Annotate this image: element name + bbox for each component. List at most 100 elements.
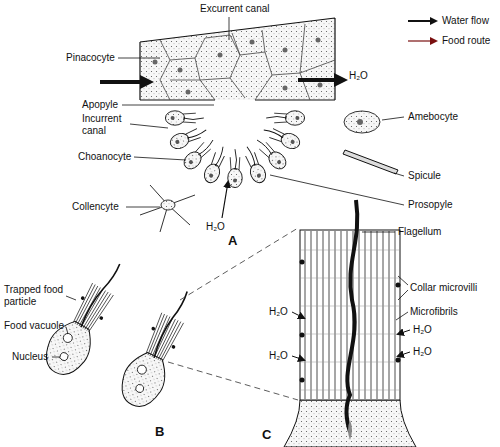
cell-nucleus	[208, 173, 213, 178]
cell-body	[168, 131, 191, 152]
cell-nucleus	[290, 139, 295, 144]
microvillus	[371, 231, 372, 399]
microvillus	[383, 231, 384, 399]
amebocyte-cell	[344, 111, 380, 133]
cell-collar	[230, 157, 240, 170]
microvillus	[323, 231, 324, 399]
water-label: H₂O	[412, 324, 433, 336]
water-arrow	[222, 182, 228, 218]
water-label: H₂O	[412, 346, 433, 358]
cell-collar	[211, 152, 225, 167]
cell-nucleus	[295, 116, 299, 120]
choanocyte-cell	[228, 149, 242, 187]
cell-nucleus	[233, 178, 237, 182]
part-label: Microfibrils	[410, 306, 458, 318]
choanocyte-cell	[261, 123, 302, 151]
cell-body	[228, 168, 242, 187]
microvillus	[365, 231, 366, 399]
water-label: H₂O	[348, 70, 369, 82]
cell-collar	[195, 142, 211, 158]
cell-collar	[183, 113, 196, 123]
legend-sample	[408, 40, 436, 41]
collencyte-cell	[140, 185, 195, 232]
cell-flagellum	[152, 290, 188, 359]
part-label: Prosopyle	[408, 199, 452, 211]
water-label: H₂O	[268, 350, 289, 362]
water-label: H₂O	[206, 221, 225, 233]
microfibril	[301, 250, 399, 251]
microvillus	[329, 231, 330, 399]
cell-flagellum	[264, 129, 284, 138]
food-particle	[151, 326, 156, 331]
part-label: Choanocyte	[78, 151, 131, 163]
choanocyte-cell	[165, 111, 203, 125]
choanocyte-chamber	[165, 111, 304, 188]
cell-flagellum	[183, 118, 204, 120]
cell-nucleus	[276, 159, 282, 165]
cell-nucleus	[256, 173, 261, 178]
microvillus	[389, 231, 390, 399]
cell-body	[181, 149, 205, 173]
cell-body	[285, 111, 304, 125]
dashed-guide	[168, 228, 298, 400]
part-label: Amebocyte	[408, 111, 458, 123]
microfibril	[301, 334, 399, 335]
cell-nucleus	[134, 383, 145, 394]
microvillus	[160, 321, 181, 362]
cell-flagellum	[198, 140, 214, 156]
part-label: Collar microvilli	[410, 282, 477, 294]
cell-body	[202, 162, 223, 185]
choanocyte-cell	[266, 111, 304, 125]
cell-flagellum	[215, 147, 224, 167]
microvillus	[317, 231, 318, 399]
microvillus	[156, 319, 175, 359]
microfibril	[301, 306, 399, 307]
microvillus	[154, 318, 173, 358]
part-label: Spicule	[408, 170, 441, 182]
microvillus	[341, 231, 342, 399]
panel-letter: C	[262, 428, 271, 442]
cell-body	[279, 131, 302, 152]
cell-collar	[246, 152, 260, 167]
water-arrow	[292, 312, 410, 360]
cell-flagellum	[247, 146, 256, 166]
water-arrow	[100, 80, 150, 84]
cell-nucleus	[59, 351, 70, 362]
leader-lines	[118, 17, 404, 207]
microvillus	[395, 231, 396, 399]
microvillus	[81, 289, 103, 327]
choanocyte-cell	[114, 282, 204, 413]
microvillus	[87, 292, 111, 331]
choanocyte-cell	[37, 253, 135, 382]
microvillus	[335, 231, 336, 399]
cell-collar	[185, 129, 200, 143]
cell-flagellum	[266, 117, 287, 119]
food-vacuole	[136, 364, 148, 376]
collar-enlarged	[284, 200, 416, 447]
cell-nucleus	[357, 119, 363, 125]
part-label: Pinacocyte	[66, 52, 115, 64]
cell-body	[266, 149, 290, 173]
legend-text: Water flow	[442, 15, 489, 27]
part-label: Collencyte	[72, 201, 119, 213]
food-particle	[171, 344, 176, 349]
part-label: Incurrent canal	[82, 113, 130, 137]
choanocyte-cell	[168, 123, 209, 151]
cell-nucleus	[171, 116, 175, 120]
microvillus	[359, 231, 360, 399]
part-label: Apopyle	[82, 99, 118, 111]
cell-nucleus	[188, 159, 194, 165]
panel-letter: B	[155, 425, 164, 439]
part-label: Trapped food particle	[4, 284, 66, 308]
cell-body	[248, 162, 269, 185]
legend-text: Food route	[442, 35, 490, 47]
cell-collar	[269, 129, 284, 143]
cell-flagellum	[235, 149, 237, 170]
microvillus	[377, 231, 378, 399]
cell-collar	[259, 142, 275, 158]
cell-flagellum	[257, 139, 273, 155]
part-label: Nucleus	[12, 351, 48, 363]
panel-letter: A	[228, 234, 237, 248]
